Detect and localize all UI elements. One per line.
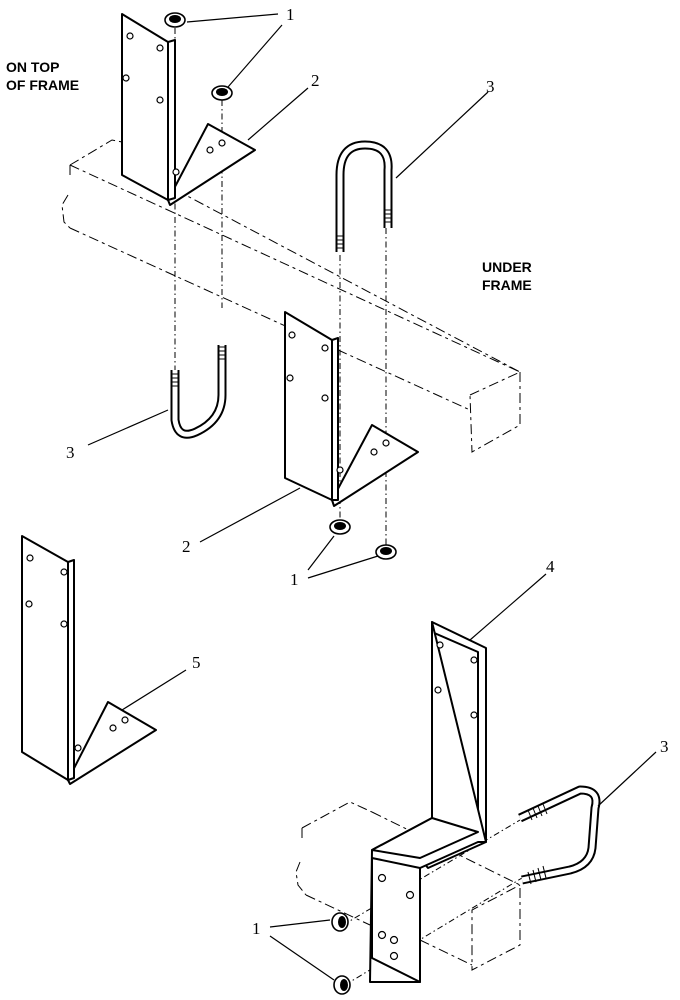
callout-nut-top: 1 bbox=[286, 5, 295, 24]
nut-upper-b bbox=[211, 85, 233, 101]
callout-bracket-5: 5 bbox=[192, 653, 201, 672]
bracket-lower bbox=[284, 311, 419, 507]
nut-bottom-a bbox=[331, 912, 349, 932]
note-on-top-line1: ON TOP bbox=[6, 59, 59, 75]
leader-lines bbox=[87, 13, 657, 981]
ubolt-left bbox=[170, 345, 227, 439]
callout-nut-lower: 1 bbox=[290, 570, 299, 589]
note-under-line2: FRAME bbox=[482, 277, 532, 293]
nut-upper-a bbox=[164, 12, 186, 28]
note-under-line1: UNDER bbox=[482, 259, 532, 275]
callout-ubolt-right: 3 bbox=[660, 737, 669, 756]
ubolt-top bbox=[335, 140, 393, 252]
callout-nut-bottom: 1 bbox=[252, 919, 261, 938]
nut-lower-b bbox=[375, 544, 397, 560]
bracket-upper bbox=[121, 13, 256, 206]
callout-bracket-4: 4 bbox=[546, 557, 555, 576]
bracket-5 bbox=[21, 535, 157, 785]
bracket-4 bbox=[369, 621, 487, 983]
nut-bottom-b bbox=[333, 975, 351, 995]
callout-bracket-lower: 2 bbox=[182, 537, 191, 556]
frame-rail-upper bbox=[61, 139, 521, 453]
ubolt-right bbox=[518, 785, 601, 885]
callout-bracket-top: 2 bbox=[311, 71, 320, 90]
note-on-top-line2: OF FRAME bbox=[6, 77, 79, 93]
frame-rail-lower bbox=[295, 801, 521, 971]
nut-lower-a bbox=[329, 519, 351, 535]
callout-ubolt-top: 3 bbox=[486, 77, 495, 96]
callout-ubolt-left: 3 bbox=[66, 443, 75, 462]
